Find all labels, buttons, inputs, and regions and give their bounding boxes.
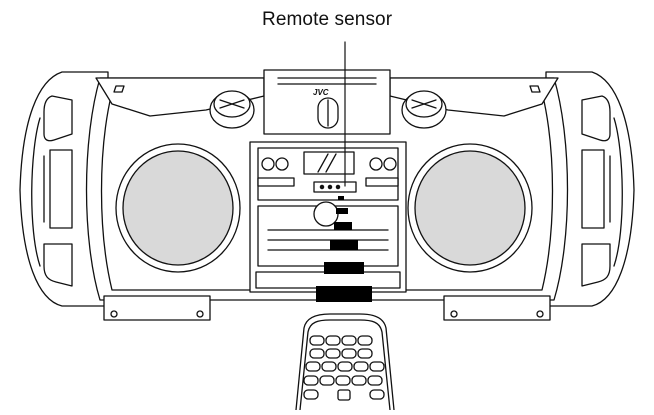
- remote-sensor-label: Remote sensor: [262, 9, 393, 30]
- brand-logo: JVC: [313, 88, 329, 97]
- feet: [103, 295, 551, 321]
- remote-control: [295, 313, 395, 411]
- display-window: [303, 151, 355, 175]
- left-knob: [209, 90, 255, 129]
- remote-sensor-window: [313, 181, 357, 193]
- remote-buttons: [303, 335, 385, 401]
- left-speaker: [115, 143, 241, 273]
- right-end-cap: [545, 71, 635, 307]
- top-handle: [263, 69, 391, 135]
- left-end-cap: [19, 71, 109, 307]
- center-console: [249, 141, 407, 293]
- ir-beam: [316, 196, 372, 302]
- right-knob: [401, 90, 447, 129]
- right-speaker: [407, 143, 533, 273]
